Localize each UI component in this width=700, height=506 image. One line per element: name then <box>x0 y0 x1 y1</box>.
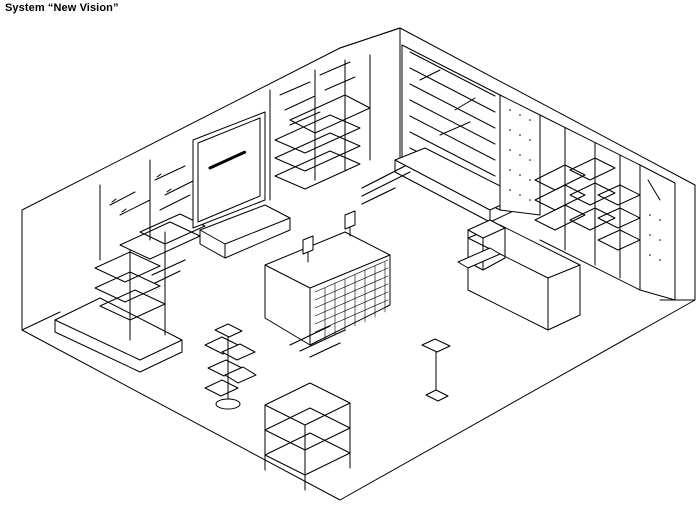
back-wall-shelving <box>269 54 371 201</box>
right-wall-shelving <box>534 114 676 301</box>
central-drawer-gondola <box>264 210 391 346</box>
pedestal-table <box>421 338 451 402</box>
tiered-display-table <box>204 323 257 410</box>
display-board <box>192 111 291 259</box>
slatwall-unit <box>394 44 541 223</box>
svg-text:· · · · · · · · · ·: · · · · · · · · · · <box>138 283 167 302</box>
cube-display-table <box>264 382 351 491</box>
room-walls <box>21 27 696 501</box>
checkout-counter <box>457 219 581 331</box>
annotation-marks <box>151 165 411 358</box>
page-title: System “New Vision” <box>5 2 119 14</box>
left-wall-shelving: · · · · · · · · · · <box>54 134 206 373</box>
